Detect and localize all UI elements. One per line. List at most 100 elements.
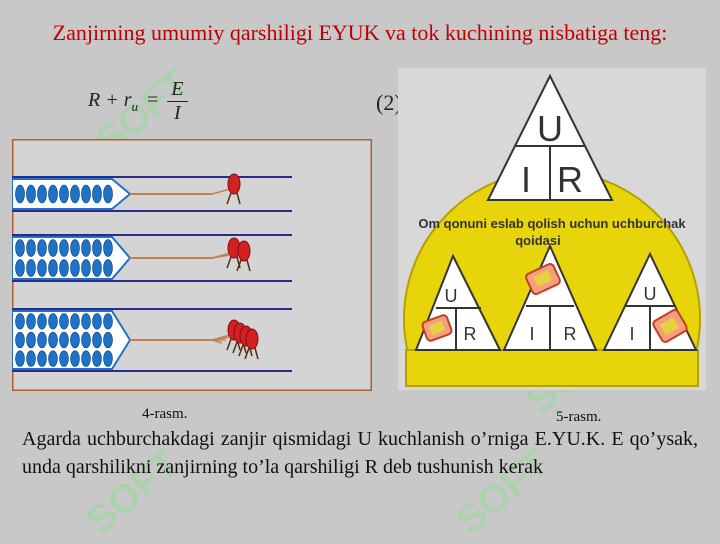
big-triangle-right: R [557, 159, 583, 200]
electron [15, 239, 25, 257]
electron-tubes [12, 178, 132, 370]
wires [12, 176, 292, 372]
electron [70, 259, 80, 277]
rule-text-line1: Om qonuni eslab qolish uchun uchburchak [418, 216, 686, 231]
electron [103, 259, 113, 277]
electron [37, 350, 47, 367]
electron [103, 331, 113, 349]
formula-subscript: и [131, 99, 139, 115]
electron [59, 350, 69, 367]
runner-leg [254, 347, 259, 360]
runners [130, 173, 259, 360]
small-triangle-2: I R [502, 243, 598, 351]
electron [48, 313, 58, 330]
runner [245, 328, 259, 350]
runner-leg [232, 341, 238, 354]
electron [81, 239, 91, 257]
electron [103, 350, 113, 367]
electron [37, 313, 47, 330]
electron [103, 184, 113, 204]
electron [81, 350, 91, 367]
rope [211, 254, 231, 259]
electron [26, 313, 36, 330]
runner [237, 240, 251, 262]
electron [15, 350, 25, 367]
electron [26, 350, 36, 367]
small-triangle-2-left: I [529, 324, 534, 344]
electron [103, 239, 113, 257]
runner-leg [246, 259, 251, 272]
small-triangle-3: U I [602, 251, 698, 351]
electron [70, 350, 80, 367]
electron [37, 239, 47, 257]
runner-leg [226, 192, 232, 205]
slide-title: Zanjirning umumiy qarshiligi EYUK va tok… [52, 20, 668, 45]
figure-5-caption: 5-rasm. [556, 409, 602, 425]
rule-text-line2: qoidasi [515, 233, 561, 248]
electron [26, 239, 36, 257]
electron [92, 239, 102, 257]
rope [211, 339, 223, 344]
small-triangle-2-right: R [564, 324, 577, 344]
electron [92, 259, 102, 277]
runner [227, 173, 241, 195]
electron [92, 184, 102, 204]
equation-number: (2) [376, 90, 402, 115]
scratched-label-1 [421, 314, 453, 342]
electron [48, 350, 58, 367]
electron [59, 184, 69, 204]
runner-leg [226, 256, 232, 269]
electron [59, 259, 69, 277]
formula-lhs: R + r [88, 89, 132, 112]
electron [81, 313, 91, 330]
electron [70, 184, 80, 204]
scratched-label-3 [652, 309, 688, 343]
electron [92, 331, 102, 349]
electron [26, 331, 36, 349]
electron [81, 331, 91, 349]
electron [59, 239, 69, 257]
electron [70, 239, 80, 257]
electron [15, 331, 25, 349]
figure-4-electron-flow [12, 139, 372, 391]
small-triangle-3-top: U [644, 284, 657, 304]
scratched-label-2 [525, 263, 561, 295]
electron [103, 313, 113, 330]
electron [92, 350, 102, 367]
ohm-formula: R + rи = E I [88, 78, 188, 125]
electron [26, 184, 36, 204]
electron [37, 331, 47, 349]
small-triangle-1-top: U [445, 286, 458, 306]
small-triangle-1: U R [414, 253, 502, 351]
electron [48, 184, 58, 204]
runner-leg [236, 192, 241, 205]
runner-leg [238, 344, 244, 357]
runner-leg [236, 259, 242, 272]
formula-numerator: E [167, 78, 188, 102]
electron [15, 313, 25, 330]
electron [70, 331, 80, 349]
electron [37, 184, 47, 204]
electron [15, 184, 25, 204]
big-triangle-left: I [521, 159, 531, 200]
big-triangle-top: U [537, 108, 563, 149]
electron [81, 184, 91, 204]
formula-denominator: I [174, 102, 181, 124]
electron [26, 259, 36, 277]
figure-5-ohm-triangle: U I R Om qonuni eslab qolish uchun uchbu… [398, 68, 706, 390]
electron [37, 259, 47, 277]
body-paragraph: Agarda uchburchakdagi zanjir qismidagi U… [22, 428, 698, 478]
electron [92, 313, 102, 330]
electron [59, 331, 69, 349]
runner-leg [244, 347, 250, 360]
electron [81, 259, 91, 277]
small-triangle-1-right: R [464, 324, 477, 344]
formula-equals: = [147, 89, 159, 112]
electron [48, 331, 58, 349]
electron [59, 313, 69, 330]
small-triangle-3-left: I [629, 324, 634, 344]
figure-4-caption: 4-rasm. [142, 406, 188, 422]
electron [70, 313, 80, 330]
electron [15, 259, 25, 277]
electron [48, 259, 58, 277]
